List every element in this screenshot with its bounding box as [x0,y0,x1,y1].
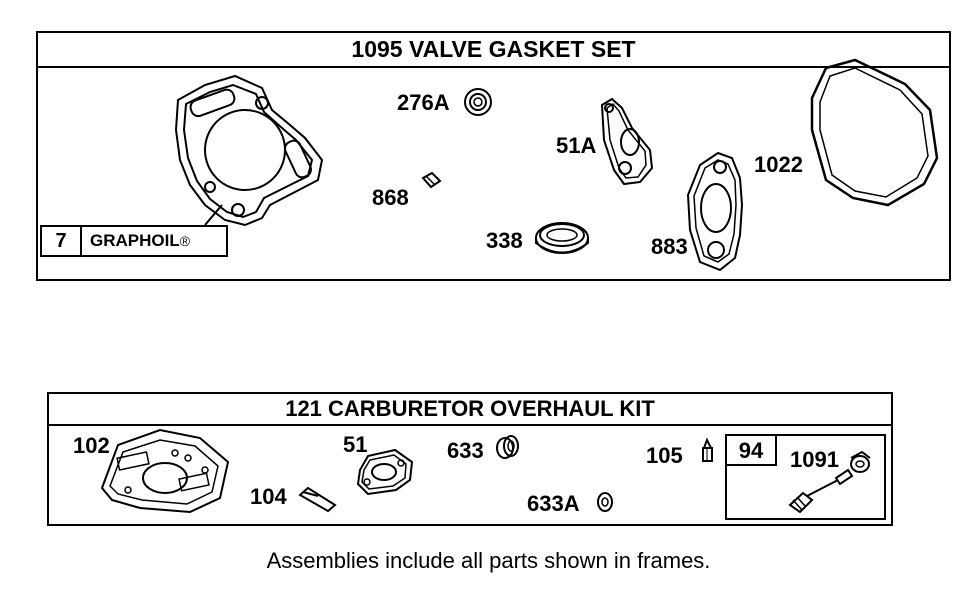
sealant-callout-box: 7 GRAPHOIL® [40,225,228,257]
sealant-number: 7 [55,230,67,252]
part-label-51a: 51A [556,133,597,158]
part-label-102: 102 [73,433,110,458]
part-label-338: 338 [486,228,523,253]
valve-gasket-set-title: 1095 VALVE GASKET SET [38,33,949,68]
part-label-633: 633 [447,438,484,463]
sealant-name: GRAPHOIL [90,231,180,250]
sealant-name-cell: GRAPHOIL® [90,227,190,255]
part-label-883: 883 [651,234,688,259]
part-label-1091: 1091 [790,447,839,472]
part-label-633a: 633A [527,491,580,516]
sub-assembly-94-box [725,434,886,520]
registered-mark: ® [179,233,191,249]
part-label-105: 105 [646,443,683,468]
sealant-number-cell: 7 [42,227,82,255]
valve-gasket-set-frame: 1095 VALVE GASKET SET [36,31,951,281]
carburetor-overhaul-kit-title: 121 CARBURETOR OVERHAUL KIT [49,394,891,426]
part-label-1022: 1022 [754,152,803,177]
sub-assembly-94-label-box: 94 [725,434,777,466]
part-label-94: 94 [738,438,764,463]
carburetor-overhaul-kit-frame: 121 CARBURETOR OVERHAUL KIT [47,392,893,526]
part-label-51: 51 [343,432,368,457]
part-label-104: 104 [250,484,287,509]
frames-caption: Assemblies include all parts shown in fr… [266,548,711,573]
part-label-276a: 276A [397,90,450,115]
part-label-868: 868 [372,185,409,210]
